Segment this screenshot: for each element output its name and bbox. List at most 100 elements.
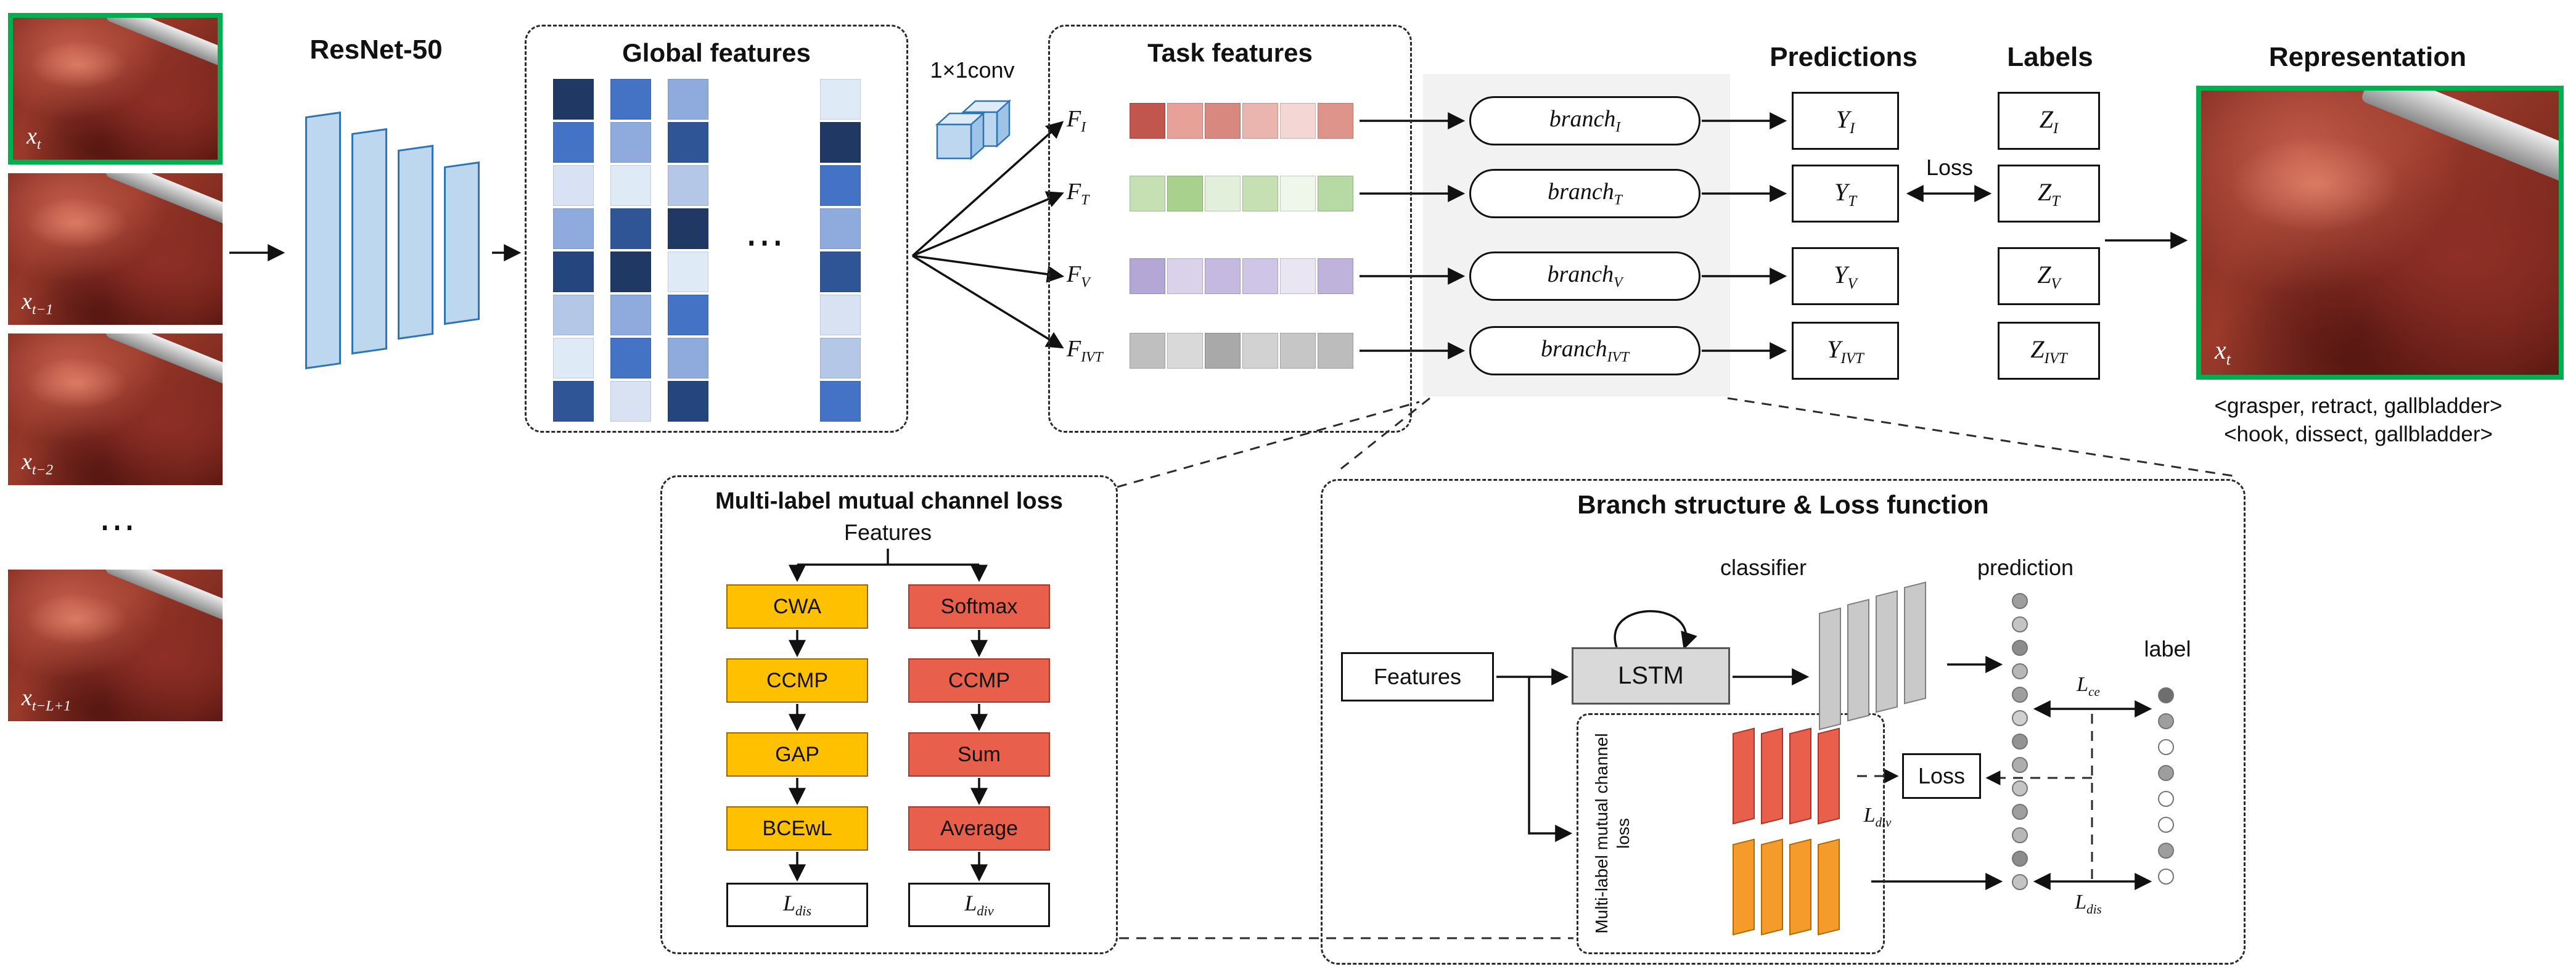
global-feature-cell (820, 381, 861, 422)
task-feature-cell (1242, 258, 1278, 294)
inner-mcl-module-label: Multi-label mutual channel loss (1592, 733, 1633, 934)
resnet-layer-slab (444, 161, 480, 325)
prediction-dot (2012, 710, 2028, 726)
input-frame-t2: xt−2 (8, 333, 223, 485)
cwa-box: CWA (726, 584, 868, 629)
arrow-conv-to-fi (911, 121, 1064, 257)
label-zt-box: ZT (1998, 165, 2100, 223)
prediction-yivt-box: YIVT (1792, 322, 1899, 380)
branch-structure-box (1321, 479, 2246, 965)
label-dot (2158, 817, 2174, 833)
task-feature-cell (1130, 258, 1165, 294)
frames-ellipsis: ⋯ (99, 506, 136, 547)
arrow-conv-to-fivt (912, 255, 1064, 349)
global-feature-cell (610, 122, 651, 163)
global-feature-cell (668, 165, 708, 206)
global-feature-cell (610, 295, 651, 335)
mcl-red-stack-slab (1789, 727, 1811, 825)
task-feature-row (1130, 333, 1353, 369)
prediction-dot (2012, 687, 2028, 703)
global-feature-cell (668, 251, 708, 292)
classifier-label: classifier (1720, 555, 1807, 580)
prediction-dot (2012, 734, 2028, 750)
label-zivt-box: ZIVT (1998, 322, 2100, 380)
average-box: Average (908, 806, 1050, 851)
mlmcl-title: Multi-label mutual channel loss (715, 488, 1063, 514)
lce-term-label: Lce (2077, 673, 2100, 699)
label-dot (2158, 765, 2174, 781)
input-frame-current: xt (8, 13, 223, 165)
conv-1x1-label: 1×1conv (930, 57, 1015, 83)
resnet-layer-slab (398, 144, 433, 340)
global-feature-column (668, 79, 708, 422)
frame-label: xt−L+1 (22, 685, 72, 714)
mlmcl-features-label: Features (843, 520, 932, 545)
loss-top-label: Loss (1926, 155, 1974, 180)
mcl-red-stack-slab (1733, 727, 1755, 825)
loss-box: Loss (1902, 753, 1981, 799)
task-feature-cell (1205, 103, 1241, 139)
task-feature-cell (1242, 333, 1278, 369)
conv-cube-icon (935, 99, 1012, 160)
label-dot (2158, 791, 2174, 807)
task-feature-cell (1130, 176, 1165, 211)
task-feature-cell (1242, 176, 1278, 211)
label-zi-box: ZI (1998, 92, 2100, 150)
branch-v-pill: branchV (1469, 251, 1700, 301)
global-feature-cell (553, 295, 594, 335)
branch-structure-title: Branch structure & Loss function (1577, 490, 1989, 519)
global-feature-cell (668, 122, 708, 163)
task-feature-cell (1130, 103, 1165, 139)
resnet-title: ResNet-50 (310, 35, 443, 65)
global-feature-cell (668, 295, 708, 335)
task-feature-cell (1130, 333, 1165, 369)
global-feature-cell (610, 165, 651, 206)
feature-label-fi: FI (1067, 106, 1086, 136)
arrow-conv-to-ft (912, 191, 1064, 257)
task-feature-cell (1167, 333, 1203, 369)
global-feature-cell (610, 338, 651, 378)
global-feature-cell (553, 381, 594, 422)
task-feature-cell (1318, 333, 1353, 369)
ccmp-right-box: CCMP (908, 658, 1050, 703)
mcl-orange-stack-slab (1761, 838, 1783, 936)
global-feature-cell (553, 122, 594, 163)
ldis-term-label: Ldis (2075, 890, 2102, 917)
task-feature-cell (1205, 176, 1241, 211)
mcl-red-stack-slab (1761, 727, 1783, 825)
label-dot (2158, 713, 2174, 729)
prediction-yv-box: YV (1792, 247, 1899, 305)
global-feature-cell (820, 338, 861, 378)
input-frame-tL1: xt−L+1 (8, 570, 223, 721)
global-feature-cell (610, 381, 651, 422)
task-feature-cell (1242, 103, 1278, 139)
prediction-dot (2012, 780, 2028, 796)
classifier-slab (1876, 590, 1898, 713)
mcl-orange-stack-slab (1733, 838, 1755, 936)
task-feature-row (1130, 258, 1353, 294)
task-feature-cell (1280, 333, 1316, 369)
prediction-dot (2012, 874, 2028, 890)
global-feature-cell (553, 79, 594, 120)
task-feature-cell (1280, 103, 1316, 139)
prediction-dot (2012, 640, 2028, 656)
mcl-orange-stack-slab (1789, 838, 1811, 936)
global-feature-cell (553, 251, 594, 292)
ldiv-term-label: Ldiv (1863, 803, 1892, 830)
prediction-dot (2012, 827, 2028, 843)
label-dot (2158, 843, 2174, 859)
branch-t-pill: branchT (1469, 169, 1700, 218)
global-feature-column (553, 79, 594, 422)
global-feature-cell (820, 165, 861, 206)
prediction-dot (2012, 593, 2028, 609)
global-feature-cell (820, 251, 861, 292)
task-features-title: Task features (1147, 38, 1313, 67)
bcewl-box: BCEwL (726, 806, 868, 851)
task-feature-cell (1167, 258, 1203, 294)
branch-ivt-pill: branchIVT (1469, 326, 1700, 375)
global-feature-column (610, 79, 651, 422)
task-feature-cell (1167, 176, 1203, 211)
global-feature-cell (668, 381, 708, 422)
sum-box: Sum (908, 732, 1050, 777)
prediction-dot (2012, 851, 2028, 867)
